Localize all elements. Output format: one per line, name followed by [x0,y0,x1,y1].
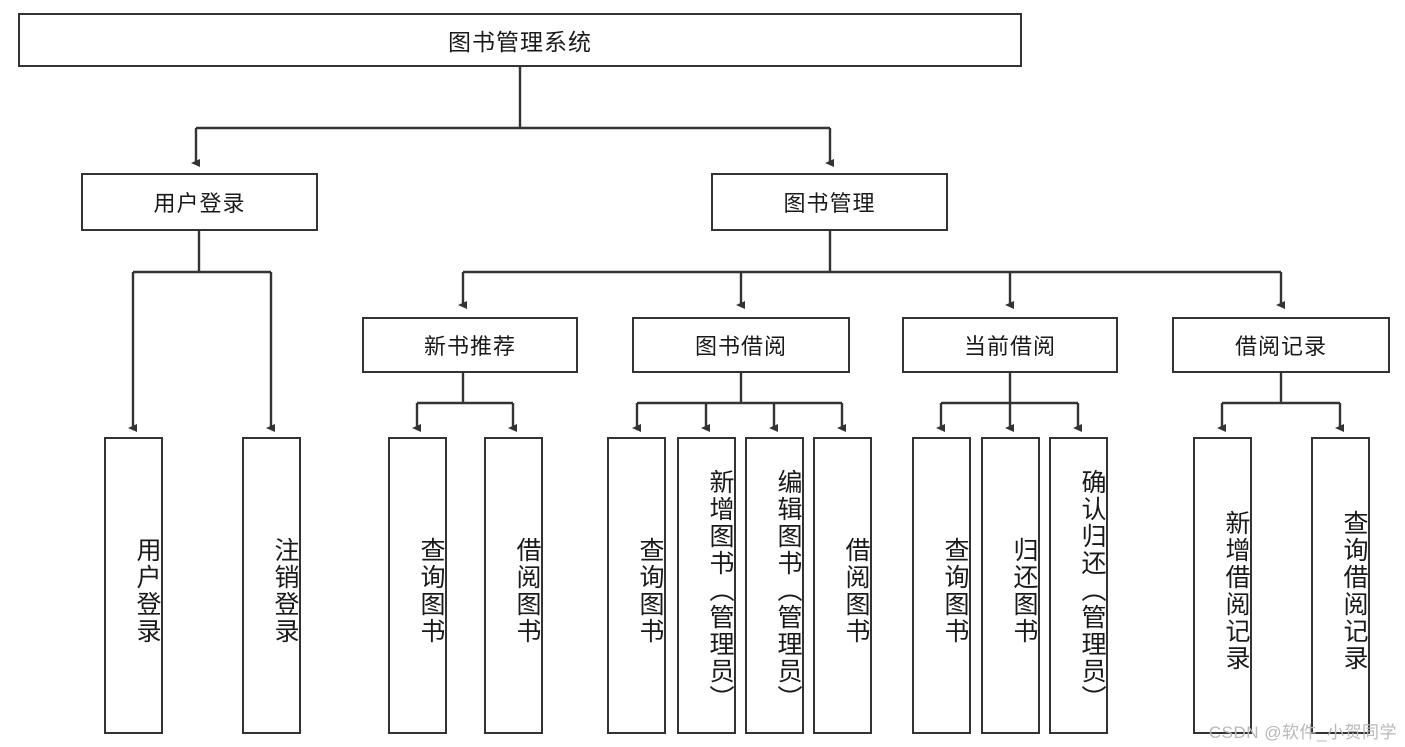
leaf-label: 借阅图书 [513,536,541,645]
node-current-borrow[interactable]: 当前借阅 [902,317,1118,373]
leaf-book-borrow-query[interactable]: 查询图书 [607,437,666,734]
leaf-borrow-record-query[interactable]: 查询借阅记录 [1311,437,1370,734]
leaf-borrow-record-add[interactable]: 新增借阅记录 [1193,437,1252,734]
leaf-current-borrow-confirm[interactable]: 确认归还（管理员） [1049,437,1108,734]
node-book-borrow[interactable]: 图书借阅 [632,317,850,373]
watermark-text: CSDN @软件_小贺同学 [1208,723,1397,742]
leaf-book-borrow-borrow[interactable]: 借阅图书 [813,437,872,734]
leaf-new-book-borrow[interactable]: 借阅图书 [484,437,543,734]
leaf-label: 用户登录 [133,536,161,645]
leaf-label: 确认归还（管理员） [1078,469,1106,712]
leaf-user-login-logout[interactable]: 注销登录 [242,437,301,734]
leaf-label: 查询借阅记录 [1340,509,1368,672]
leaf-label: 查询图书 [417,536,445,645]
leaf-label: 注销登录 [271,536,299,645]
leaf-label: 归还图书 [1010,536,1038,645]
leaf-book-borrow-edit[interactable]: 编辑图书（管理员） [745,437,804,734]
node-book-management[interactable]: 图书管理 [711,173,948,231]
leaf-book-borrow-add[interactable]: 新增图书（管理员） [677,437,736,734]
leaf-label: 查询图书 [636,536,664,645]
node-root[interactable]: 图书管理系统 [18,13,1022,67]
leaf-label: 查询图书 [941,536,969,645]
node-borrow-record[interactable]: 借阅记录 [1172,317,1390,373]
leaf-current-borrow-query[interactable]: 查询图书 [912,437,971,734]
leaf-new-book-query[interactable]: 查询图书 [388,437,447,734]
leaf-label: 借阅图书 [842,536,870,645]
leaf-current-borrow-return[interactable]: 归还图书 [981,437,1040,734]
leaf-label: 新增借阅记录 [1222,509,1250,672]
leaf-label: 新增图书（管理员） [706,469,734,712]
leaf-label: 编辑图书（管理员） [774,469,802,712]
node-user-login[interactable]: 用户登录 [81,173,318,231]
node-new-book-recommend[interactable]: 新书推荐 [362,317,578,373]
leaf-user-login-login[interactable]: 用户登录 [104,437,163,734]
